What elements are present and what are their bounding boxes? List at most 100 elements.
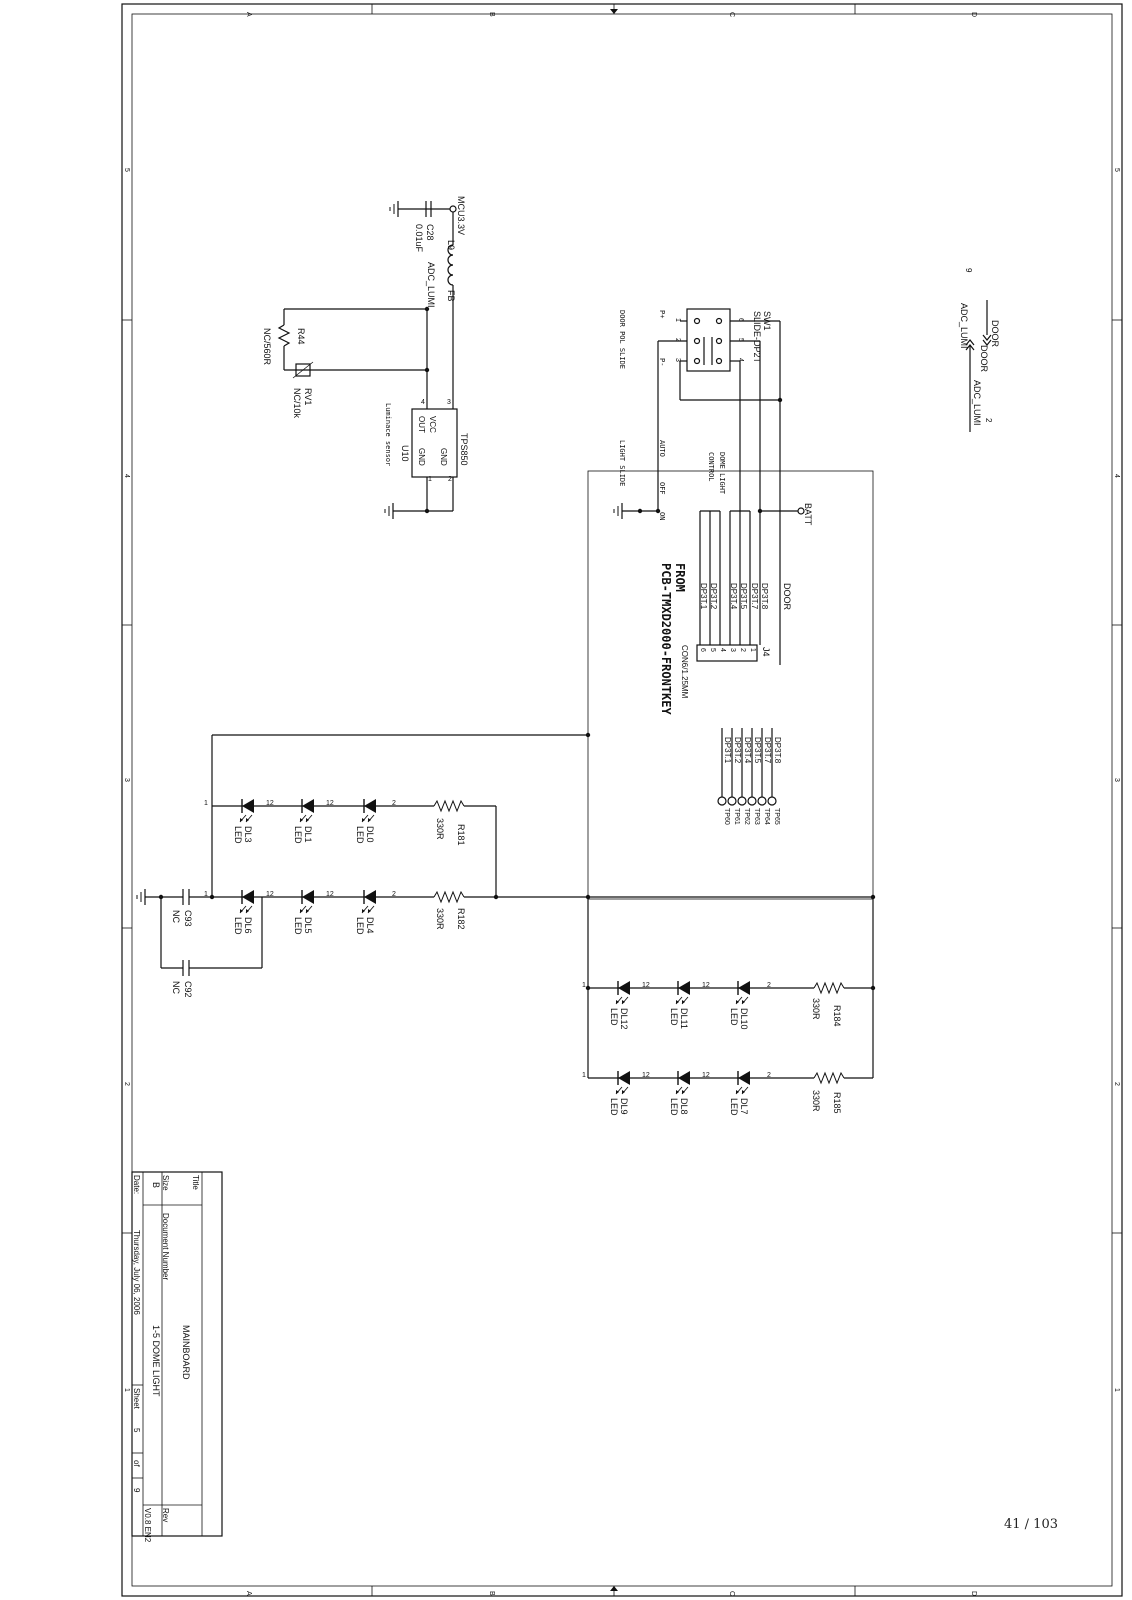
led-dl5: [299, 889, 315, 914]
offpage-adc-label: ADC_LUMI: [959, 303, 969, 349]
c93-ref: C93: [183, 910, 193, 927]
pin-2-label: 2: [392, 891, 396, 898]
tp60-ref: TP60: [723, 808, 730, 825]
offpage-door-label: DOOR: [990, 320, 1000, 348]
mcu-power-port: [449, 205, 457, 213]
dl10-ref: DL10: [739, 1008, 749, 1030]
zone-left-2: 2: [123, 1082, 130, 1086]
p-plus-label: P+: [658, 310, 666, 318]
door-net-label: DOOR: [782, 583, 792, 611]
ferrite-bead-l9: [447, 244, 454, 286]
pin-12-label: 12: [642, 1072, 650, 1079]
sw1-pin6: 6: [737, 318, 744, 322]
zone-bottom-b: B: [488, 1591, 495, 1596]
led-dl8: [675, 1070, 691, 1095]
tp61-ref: TP61: [733, 808, 740, 825]
resistor-r184: [813, 982, 845, 994]
zone-bottom-d: D: [970, 1591, 977, 1596]
resistor-r185: [813, 1072, 845, 1084]
zone-left-3: 3: [123, 778, 130, 782]
offpage-door-page: 9: [964, 268, 973, 273]
tp-net-2: DP3T.2: [733, 737, 742, 764]
u10-pin2: 2: [448, 476, 452, 483]
ground-icon: [613, 502, 623, 520]
pin-12-label: 12: [326, 891, 334, 898]
date-value: Thursday, July 06, 2006: [132, 1230, 141, 1315]
zone-top-d: D: [970, 12, 977, 17]
pin-12-label: 12: [642, 982, 650, 989]
rev-label: Rev: [161, 1508, 170, 1522]
zone-top-b: B: [488, 12, 495, 17]
dl5-ref: DL5: [303, 917, 313, 934]
u10-out-pin: OUT: [417, 416, 426, 433]
of-label: of: [132, 1460, 141, 1467]
dl4-value: LED: [355, 917, 365, 935]
dl9-value: LED: [609, 1098, 619, 1116]
u10-description: Luminace sensor: [384, 403, 392, 466]
sw1-pin2: 2: [674, 338, 681, 342]
control-label: CONTROL: [707, 452, 715, 482]
tp-net-1: DP3T.1: [723, 737, 732, 764]
pin-12-label: 12: [266, 891, 274, 898]
title-block: Title MAINBOARD Size B Document Number 1…: [131, 1171, 223, 1543]
j4-ref: J4: [761, 647, 771, 657]
docnum-value: 1-5 DOME LIGHT: [151, 1325, 161, 1397]
sensor-u10: [411, 408, 458, 478]
tp65-ref: TP65: [773, 808, 780, 825]
dl12-value: LED: [609, 1008, 619, 1026]
connector-j4: [696, 644, 758, 662]
dl3-ref: DL3: [243, 826, 253, 843]
auto-label: AUTO: [658, 440, 666, 457]
u10-pin3: 3: [447, 399, 451, 406]
u10-ref: U10: [400, 445, 410, 462]
pin-2-label: 2: [767, 982, 771, 989]
tp64-ref: TP64: [763, 808, 770, 825]
title-value: MAINBOARD: [181, 1325, 191, 1380]
zone-left-4: 4: [123, 474, 130, 478]
r184-value: 330R: [811, 998, 821, 1020]
sw1-pin5: 5: [737, 338, 744, 342]
tp63-ref: TP63: [753, 808, 760, 825]
zone-left-5: 5: [123, 168, 130, 172]
sheet-total: 9: [132, 1488, 141, 1493]
dp-net-7: DP3T.7: [750, 583, 759, 610]
rv1-ref: RV1: [303, 388, 313, 405]
dl5-value: LED: [293, 917, 303, 935]
dl10-value: LED: [729, 1008, 739, 1026]
dp-net-5: DP3T.5: [739, 583, 748, 610]
varistor-rv1: [295, 363, 311, 377]
u10-gnd-pin: GND: [439, 448, 448, 466]
resistor-r182: [433, 891, 465, 903]
date-label: Date:: [132, 1175, 141, 1194]
r182-ref: R182: [456, 908, 466, 930]
r185-ref: R185: [832, 1092, 842, 1114]
zone-bottom-c: C: [728, 1591, 735, 1596]
light-slide-label: LIGHT SLIDE: [618, 440, 626, 486]
u10-pin4: 4: [421, 399, 425, 406]
dl9-ref: DL9: [619, 1098, 629, 1115]
led-array-left: 1 12 12 2 1 12 12 2 DL3 LED DL1 LED DL0 …: [136, 732, 876, 998]
door-pol-slide-label: DOOR POL SLIDE: [618, 310, 626, 369]
from-board-label: PCB-TMXD2000-FRONTKEY: [659, 563, 673, 715]
sheet-num: 5: [132, 1428, 141, 1433]
c93-value: NC: [171, 910, 181, 923]
rv1-value: NC/10k: [292, 388, 302, 419]
offpage-adc-label-2: ADC_LUMI: [972, 380, 982, 426]
test-points-section: DP3T.8 DP3T.7 DP3T.5 DP3T.4 DP3T.2 DP3T.…: [717, 728, 782, 825]
r182-value: 330R: [435, 908, 445, 930]
pin-2-label: 2: [767, 1072, 771, 1079]
j4-part: CON6/1.25MM: [680, 645, 689, 699]
size-label: Size: [161, 1175, 170, 1191]
c28-ref: C28: [425, 224, 435, 241]
pin-12-label: 12: [702, 1072, 710, 1079]
dl3-value: LED: [233, 826, 243, 844]
mcu-power-label: MCU3.3V: [456, 196, 466, 235]
dl7-value: LED: [729, 1098, 739, 1116]
led-dl1: [299, 798, 315, 823]
ground-icon: [384, 502, 394, 520]
off-label: OFF: [658, 482, 666, 495]
switch-and-connector-section: SW1 SLIDE-DP2T 6 5 4 1 2 3 DOOR POL SLID…: [587, 308, 874, 900]
led-dl7: [735, 1070, 751, 1095]
pin-12-label: 12: [266, 800, 274, 807]
